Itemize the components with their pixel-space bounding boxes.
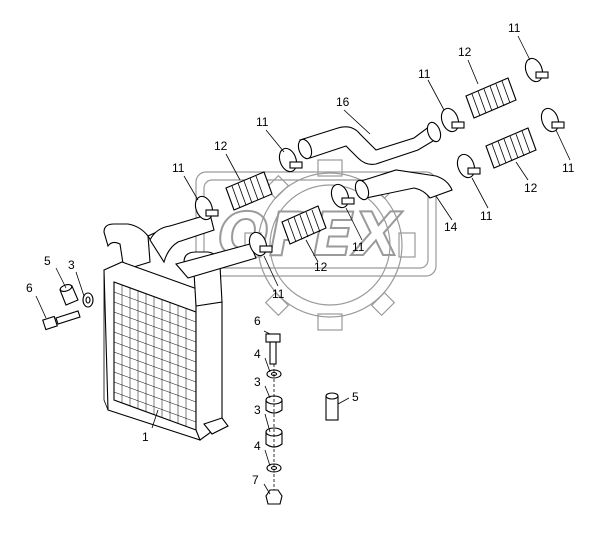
leader-lines <box>35 35 571 495</box>
callout-6: 6 <box>26 281 33 295</box>
callout-4-stack-top: 4 <box>254 347 261 361</box>
callout-11-upper-left: 11 <box>256 115 269 129</box>
callout-12-right: 12 <box>524 181 538 195</box>
callout-11-lower: 11 <box>272 287 285 301</box>
callout-11-mid-right: 11 <box>480 209 493 223</box>
callout-11-center: 11 <box>352 240 365 254</box>
callout-3: 3 <box>68 258 75 272</box>
sleeve-icon <box>325 392 339 421</box>
callout-4-stack-bottom: 4 <box>254 439 261 453</box>
callout-16: 16 <box>336 95 350 109</box>
pipe-upper-icon <box>297 121 442 165</box>
callout-7: 7 <box>252 473 259 487</box>
intercooler-core-icon <box>103 223 229 441</box>
pipe-lower-icon <box>354 169 453 201</box>
callout-12-upper-left: 12 <box>214 139 228 153</box>
callout-14: 14 <box>444 220 458 234</box>
callout-6-stack: 6 <box>254 314 261 328</box>
pipe-connector-icon <box>149 213 257 279</box>
callout-12-top-right: 12 <box>458 45 472 59</box>
sleeve-icon <box>59 284 79 306</box>
hose-clamp-icon <box>194 57 565 257</box>
bolt-icon <box>42 310 81 331</box>
vertical-fasteners <box>265 333 283 505</box>
washer-icon <box>82 292 94 308</box>
corrugated-hose-icon <box>225 77 537 245</box>
left-fasteners <box>42 284 94 331</box>
core-mesh <box>113 285 197 427</box>
callout-11-right: 11 <box>562 161 575 175</box>
bolt-icon <box>265 333 281 365</box>
callout-5-standalone: 5 <box>352 390 359 404</box>
callout-11-upper-mid: 11 <box>418 67 431 81</box>
callout-3-stack-bottom: 3 <box>254 403 261 417</box>
callout-1: 1 <box>142 430 149 444</box>
callout-3-stack-top: 3 <box>254 375 261 389</box>
callout-11-left: 11 <box>172 161 185 175</box>
callout-11-top-right: 11 <box>508 21 521 35</box>
callout-12-center: 12 <box>314 260 328 274</box>
callout-labels: 1 3 5 6 5 6 4 3 3 4 7 11 12 11 16 11 12 … <box>26 21 575 487</box>
callout-5: 5 <box>44 254 51 268</box>
